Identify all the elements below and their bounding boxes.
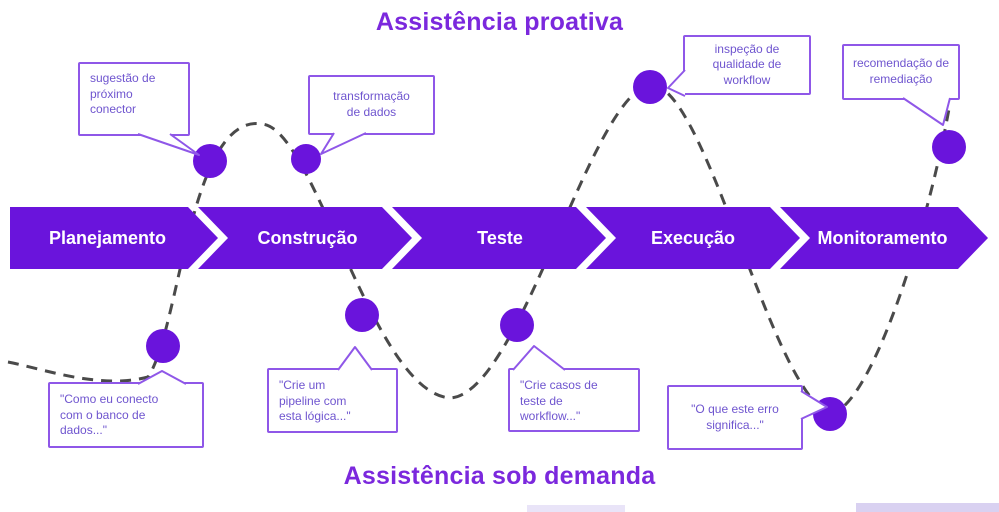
stage-label-monitoramento: Monitoramento [817,227,948,248]
dot-error-meaning [813,397,847,431]
dot-create-test-cases [500,308,534,342]
stage-label-construcao: Construção [257,227,358,248]
callout-create-test-cases: "Crie casos de teste de workflow..." [508,368,640,432]
stage-arrow-planejamento [10,207,218,269]
callout-create-pipeline: "Crie um pipeline com esta lógica..." [267,368,398,433]
stage-label-planejamento: Planejamento [48,227,167,248]
stage-arrow-construcao [198,207,412,269]
stage-arrow-teste [392,207,606,269]
callout-data-transformation: transformação de dados [308,75,435,135]
stage-arrow-execucao [586,207,800,269]
stage-arrow-monitoramento [780,207,988,269]
dot-create-pipeline [345,298,379,332]
callout-remediation-recommendation: recomendação de remediação [842,44,960,100]
stage-label-execucao: Execução [650,227,736,248]
bottom-cutoff-artifact [856,503,999,512]
dot-next-connector [193,144,227,178]
callout-next-connector: sugestão de próximo conector [78,62,190,136]
dot-connect-database [146,329,180,363]
callout-error-meaning: "O que este erro significa..." [667,385,803,450]
title-on-demand-assistance: Assistência sob demanda [343,462,656,490]
callout-workflow-quality-inspection: inspeção de qualidade de workflow [683,35,811,95]
dot-quality-inspection [633,70,667,104]
milestone-dots [146,70,966,431]
dot-data-transformation [291,144,321,174]
bottom-cutoff-artifact [527,505,625,512]
callout-connect-database: "Como eu conecto com o banco de dados...… [48,382,204,448]
process-arrow-band [10,207,988,269]
title-proactive-assistance: Assistência proativa [375,8,624,36]
dot-remediation [932,130,966,164]
stage-label-teste: Teste [477,227,523,248]
